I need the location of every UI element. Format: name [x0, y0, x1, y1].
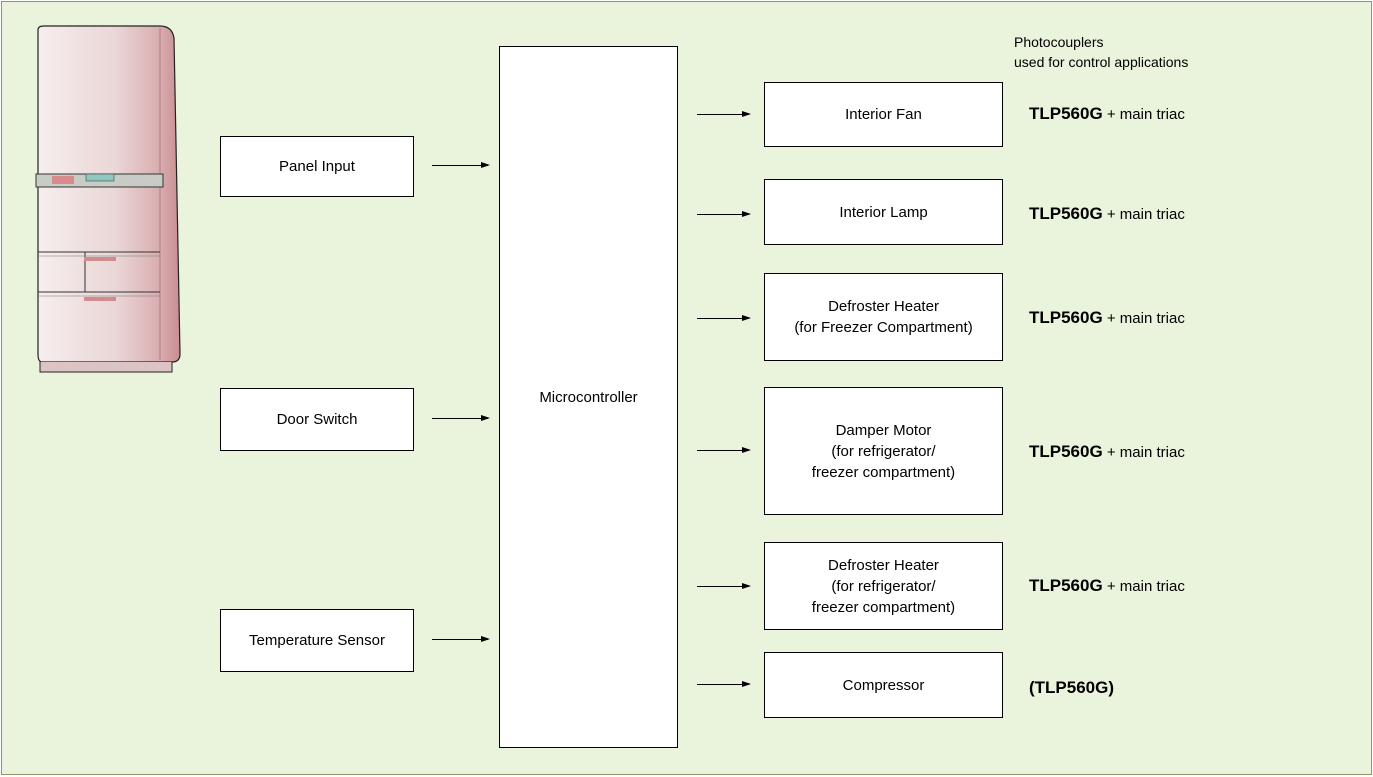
photocouplers-header: Photocouplers used for control applicati… [1014, 32, 1188, 72]
header-subtitle: used for control applications [1014, 54, 1189, 70]
photocoupler-suffix: + main triac [1102, 310, 1185, 327]
interior-lamp-box: Interior Lamp [764, 179, 1003, 245]
defroster-heater-refrigerator-box: Defroster Heater (for refrigerator/ free… [764, 542, 1003, 630]
photocoupler-suffix: + main triac [1102, 578, 1185, 595]
photocoupler-label: (TLP560G) [1029, 678, 1114, 698]
damper-motor-box: Damper Motor (for refrigerator/ freezer … [764, 387, 1003, 515]
photocoupler-label: TLP560G + main triac [1029, 442, 1185, 462]
photocoupler-suffix: + main triac [1102, 106, 1185, 123]
compressor-arrow [697, 681, 751, 687]
photocoupler-label: TLP560G + main triac [1029, 204, 1185, 224]
defroster-refrigerator-arrow [697, 583, 751, 589]
photocoupler-label: TLP560G + main triac [1029, 104, 1185, 124]
panel-input-arrow [432, 162, 490, 168]
photocoupler-part-number: (TLP560G) [1029, 678, 1115, 697]
photocoupler-suffix: + main triac [1102, 206, 1185, 223]
defroster-heater-freezer-box: Defroster Heater (for Freezer Compartmen… [764, 273, 1003, 361]
damper-motor-arrow [697, 447, 751, 453]
photocoupler-label: TLP560G + main triac [1029, 308, 1185, 328]
photocoupler-suffix: + main triac [1102, 444, 1185, 461]
microcontroller-box: Microcontroller [499, 46, 678, 748]
temperature-sensor-arrow [432, 636, 490, 642]
refrigerator-icon [35, 25, 181, 373]
panel-input-box: Panel Input [220, 136, 414, 197]
interior-fan-box: Interior Fan [764, 82, 1003, 147]
interior-fan-arrow [697, 111, 751, 117]
compressor-box: Compressor [764, 652, 1003, 718]
photocoupler-label: TLP560G + main triac [1029, 576, 1185, 596]
photocoupler-part-number: TLP560G [1029, 576, 1103, 595]
photocoupler-part-number: TLP560G [1029, 104, 1103, 123]
photocoupler-part-number: TLP560G [1029, 442, 1103, 461]
door-switch-arrow [432, 415, 490, 421]
defroster-freezer-arrow [697, 315, 751, 321]
temperature-sensor-box: Temperature Sensor [220, 609, 414, 672]
photocoupler-part-number: TLP560G [1029, 204, 1103, 223]
header-title: Photocouplers [1014, 34, 1104, 50]
door-switch-box: Door Switch [220, 388, 414, 451]
photocoupler-part-number: TLP560G [1029, 308, 1103, 327]
interior-lamp-arrow [697, 211, 751, 217]
